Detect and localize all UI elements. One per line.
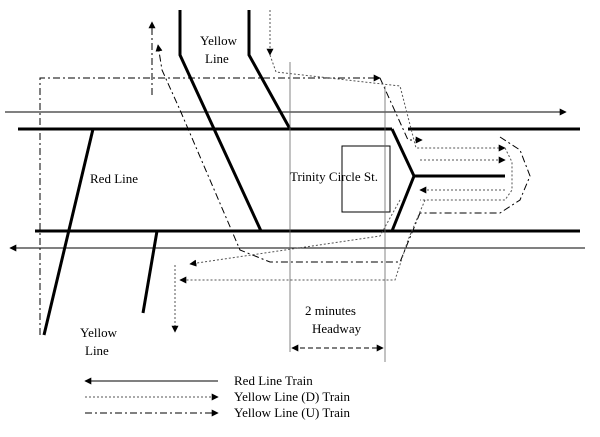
station-box: [341, 145, 391, 213]
station-label: Trinity Circle St.: [290, 169, 378, 184]
legend: Red Line Train Yellow Line (D) Train Yel…: [84, 373, 351, 420]
yellow-d-path-out: [179, 199, 426, 284]
yellow-line-bottom-label-1: Yellow: [80, 325, 118, 340]
yellow-u-path-right: [379, 77, 423, 144]
legend-label-yellow-u: Yellow Line (U) Train: [234, 405, 351, 420]
yellow-d-path-in: [269, 54, 506, 152]
red-line-label: Red Line: [90, 171, 138, 186]
yellow-line-track-b: [247, 10, 292, 130]
yellow-line-top-label-2: Line: [205, 51, 229, 66]
yellow-u-return: [155, 44, 421, 263]
yellow-line-track-a: [178, 10, 263, 232]
yellow-u-path-left: [39, 74, 381, 335]
yellow-line-track-lower: [141, 230, 159, 314]
yellow-line-top-label-1: Yellow: [200, 33, 238, 48]
red-line-track: [42, 128, 95, 336]
yellow-line-bottom-label-2: Line: [85, 343, 109, 358]
headway-label-1: 2 minutes: [305, 303, 356, 318]
legend-label-red: Red Line Train: [234, 373, 313, 388]
yellow-d-mid: [189, 199, 401, 267]
legend-label-yellow-d: Yellow Line (D) Train: [234, 389, 351, 404]
yellow-u-loop: [420, 136, 531, 214]
headway-label-2: Headway: [312, 321, 362, 336]
yellow-d-loop: [420, 147, 513, 201]
station-junction: [390, 128, 416, 232]
